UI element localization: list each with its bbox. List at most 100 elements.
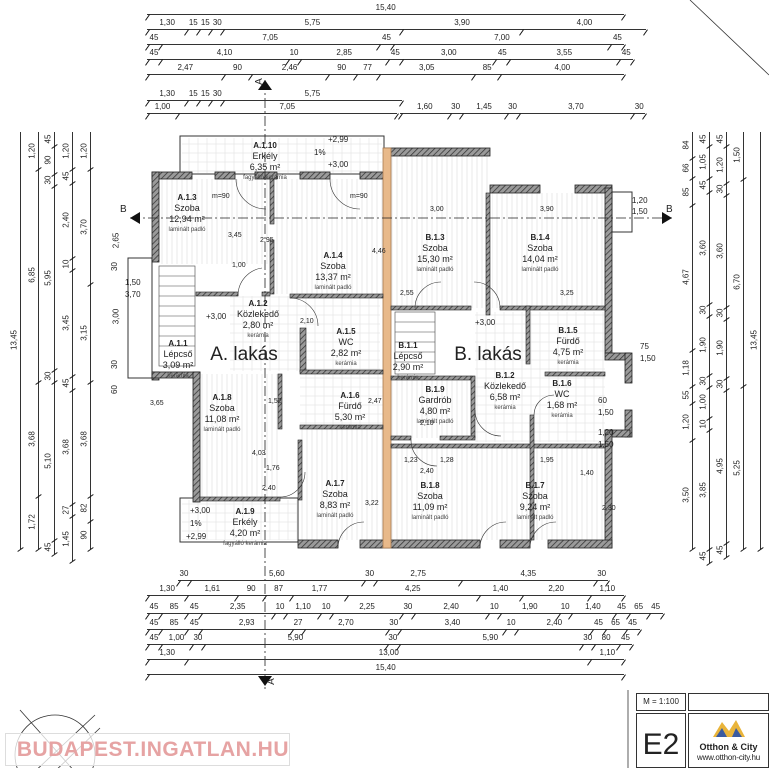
room-code: A.1.8 — [212, 393, 232, 402]
dimension-segment: 30 — [451, 102, 461, 111]
room-area: 11,09 m² — [412, 502, 448, 512]
inner-dimension: 3,65 — [150, 400, 164, 407]
dimension-segment: 1,00 — [697, 387, 709, 418]
inner-dimension: 3,45 — [228, 232, 242, 239]
inner-dimension: m=90 — [212, 193, 230, 200]
inner-dimension: 3,90 — [540, 206, 554, 213]
balcony-outlines — [127, 135, 633, 543]
dimension-segment: 1,20 — [680, 403, 692, 440]
dimension-note: 30 — [109, 262, 119, 271]
dimension-segment: 1,30 — [147, 647, 187, 659]
dimension-segment: 3,90 — [402, 17, 523, 29]
room-name: Fürdő — [556, 336, 580, 346]
room-code: B.1.8 — [420, 481, 440, 490]
dimension-segment: 27 — [293, 618, 303, 627]
room-floor: kerámia — [247, 333, 269, 339]
room-floor: kerámia — [551, 413, 573, 419]
dimension-segment: 4,00 — [500, 62, 624, 74]
room-area: 2,80 m² — [242, 320, 274, 330]
inner-dimension: 3,25 — [560, 290, 574, 297]
dimension-chain: 15,40 — [147, 2, 625, 15]
dimension-note: 75 — [640, 342, 649, 351]
section-marker-a-bottom: A — [265, 678, 277, 685]
room-area: 13,37 m² — [315, 272, 351, 282]
dimension-segment: 1,30 — [147, 17, 187, 29]
dimension-note: 1,20 — [598, 428, 614, 437]
dimension-note: 1,50 — [125, 278, 141, 287]
dimension-segment: 5,60 — [190, 568, 364, 580]
dimension-segment: 2,93 — [201, 617, 292, 629]
interior-walls — [195, 178, 606, 541]
dimension-segment: 7,00 — [393, 32, 610, 44]
room-area: 6,58 m² — [489, 392, 521, 402]
inner-dimension: 2,10 — [300, 318, 314, 325]
dimension-segment: 82 — [78, 496, 90, 521]
dimension-segment: 45 — [147, 632, 161, 644]
dimension-segment: 90 — [237, 583, 265, 595]
dimension-segment: 45 — [42, 540, 54, 554]
room-name: Gardrób — [418, 395, 452, 405]
room-name: Fürdő — [338, 401, 362, 411]
dimension-segment: 30 — [698, 376, 708, 386]
room-name: Erkély — [252, 151, 278, 161]
dimension-segment: 7,05 — [161, 32, 380, 44]
dimension-segment: 85 — [161, 617, 187, 629]
room-code: B.1.9 — [425, 385, 445, 394]
room-code: A.1.10 — [253, 141, 277, 150]
dimension-segment: 3,05 — [379, 62, 474, 74]
dimension-note: 1,20 — [632, 196, 648, 205]
dimension-segment: 10 — [489, 602, 499, 611]
dimension-segment: 13,00 — [187, 647, 590, 659]
dimension-segment: 1,90 — [714, 319, 726, 378]
dimension-segment: 3,15 — [78, 284, 90, 382]
dimension-segment: 10 — [506, 618, 516, 627]
room-area: 4,80 m² — [419, 406, 451, 416]
dimension-segment: 6,85 — [26, 169, 38, 381]
room-name: Erkély — [232, 517, 258, 527]
dimension-segment: 1,90 — [697, 316, 709, 375]
dimension-segment: 4,10 — [161, 47, 288, 59]
inner-dimension: 1,23 — [404, 457, 418, 464]
dimension-note: 3,70 — [125, 290, 141, 299]
dimension-segment: 27 — [61, 506, 71, 515]
dimension-segment: 10 — [321, 602, 331, 611]
dimension-segment: 45 — [379, 32, 393, 44]
dimension-segment: 15 — [188, 18, 198, 27]
dimension-segment: 30 — [43, 175, 53, 185]
dimension-segment: 30 — [583, 633, 593, 642]
dimension-segment: 77 — [356, 62, 380, 74]
room-name: Szoba — [322, 489, 348, 499]
inner-dimension: 1,52 — [268, 398, 282, 405]
dimension-segment: 15 — [188, 89, 198, 98]
room-area: 9,24 m² — [519, 502, 551, 512]
dimension-segment: 45 — [60, 169, 72, 183]
dimension-segment: 1,20 — [60, 132, 72, 169]
inner-dimension: 2,10 — [420, 420, 434, 427]
inner-dimension: 3,00 — [430, 206, 444, 213]
dimension-chain-vertical: 13,45 — [8, 132, 21, 549]
level-mark: +3,00 — [206, 312, 227, 321]
dimension-segment: 30 — [179, 569, 189, 578]
dimension-segment: 1,20 — [714, 146, 726, 183]
room-name: Szoba — [209, 403, 235, 413]
room-area: 2,90 m² — [392, 362, 424, 372]
section-arrow-a-bottom — [258, 676, 272, 686]
apartment-label-b: B. lakás — [454, 344, 522, 365]
dimension-segment: 10 — [698, 419, 708, 429]
dimension-note: 60 — [109, 385, 119, 394]
dimension-segment: 45 — [619, 47, 633, 59]
room-code: A.1.9 — [235, 507, 255, 516]
dimension-segment: 2,35 — [201, 601, 274, 613]
room-code: B.1.3 — [425, 233, 445, 242]
